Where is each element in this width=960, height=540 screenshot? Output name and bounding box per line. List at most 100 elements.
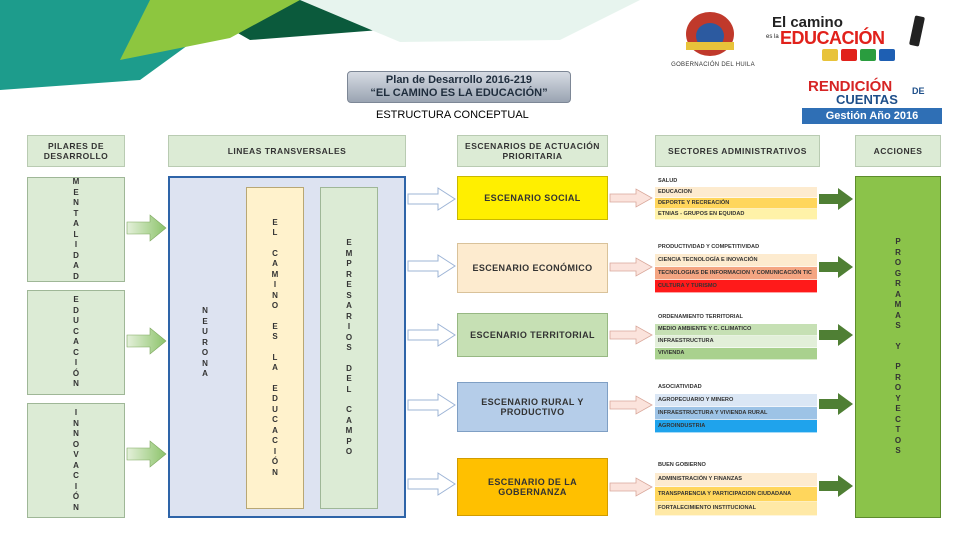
letter: E — [202, 316, 208, 326]
sector-item: BUEN GOBIERNO — [655, 458, 817, 473]
rendicion-line1: RENDICIÓN — [808, 78, 893, 95]
scenario-economico: ESCENARIO ECONÓMICO — [457, 243, 608, 293]
letter: T — [895, 425, 901, 435]
letter: R — [346, 269, 352, 279]
sector-item: CIENCIA TECNOLOGÍA E INOVACIÓN — [655, 254, 817, 267]
letter: P — [895, 362, 901, 372]
page-subtitle: ESTRUCTURA CONCEPTUAL — [376, 109, 529, 121]
letter: O — [72, 439, 80, 449]
vertical-word: Y — [895, 342, 900, 353]
scenario-arrow-2 — [609, 257, 653, 277]
letter: P — [346, 436, 352, 446]
letter: I — [74, 240, 78, 249]
banner-light-green-shape — [120, 0, 300, 60]
letter: S — [346, 290, 352, 300]
letter: O — [201, 348, 209, 358]
header-escenarios: ESCENARIOS DE ACTUACIÓN PRIORITARIA — [457, 135, 608, 167]
letter: M — [72, 177, 80, 186]
sector-item: TRANSPARENCIA Y PARTICIPACION CIUDADANA — [655, 487, 817, 502]
letter: C — [895, 414, 901, 424]
letter: U — [272, 404, 278, 414]
sector-arrow-3 — [819, 324, 853, 346]
lineas-arrow-5 — [407, 472, 456, 496]
letter: R — [895, 372, 901, 382]
letter: P — [346, 259, 352, 269]
letter: A — [272, 259, 278, 269]
banner-mint-shape — [300, 0, 640, 42]
brand-line1: El camino — [772, 14, 843, 31]
letter: A — [346, 415, 352, 425]
letter: R — [346, 311, 352, 321]
letter: O — [271, 301, 279, 311]
letter: A — [272, 363, 278, 373]
letter: A — [895, 310, 901, 320]
scenario-arrow-4 — [609, 395, 653, 415]
letter: G — [894, 268, 902, 278]
pillar-arrow-2 — [126, 327, 167, 355]
letter: A — [895, 289, 901, 299]
letter: N — [73, 198, 79, 207]
scenario-gobernanza: ESCENARIO DE LA GOBERNANZA — [457, 458, 608, 516]
letter: S — [895, 446, 901, 456]
letter: I — [74, 408, 78, 417]
letter: L — [73, 229, 79, 239]
letter: A — [73, 337, 79, 347]
letter: D — [346, 363, 352, 373]
sector-item: ADMINISTRACIÓN Y FINANZAS — [655, 472, 817, 487]
letter: A — [346, 301, 352, 311]
letter: Ó — [72, 368, 80, 378]
scenario-rural: ESCENARIO RURAL Y PRODUCTIVO — [457, 382, 608, 432]
letter: E — [346, 374, 352, 384]
letter: L — [272, 228, 278, 238]
letter: C — [73, 471, 79, 480]
sector-arrow-5 — [819, 475, 853, 497]
letter: C — [73, 347, 79, 357]
plan-title-box: Plan de Desarrollo 2016-219 “EL CAMINO E… — [347, 71, 571, 103]
letter: D — [73, 250, 79, 260]
letter: M — [271, 269, 279, 279]
letter: S — [272, 332, 278, 342]
letter: I — [347, 322, 351, 332]
letter: S — [895, 321, 901, 331]
sector-item: ORDENAMIENTO TERRITORIAL — [655, 312, 817, 324]
letter: O — [345, 332, 353, 342]
header-sectores: SECTORES ADMINISTRATIVOS — [655, 135, 820, 167]
letter: T — [73, 208, 79, 218]
sector-item: ASOCIATIVIDAD — [655, 381, 817, 394]
letter: D — [73, 305, 79, 315]
sector-item: MEDIO AMBIENTE Y C. CLIMATICO — [655, 324, 817, 336]
letter: A — [73, 460, 79, 470]
sector-item: VIVIENDA — [655, 348, 817, 360]
letter: E — [346, 238, 352, 248]
letter: Ó — [271, 457, 279, 467]
letter: L — [346, 384, 352, 394]
sector-arrow-4 — [819, 393, 853, 415]
letter: O — [894, 258, 902, 268]
letter: I — [273, 280, 277, 290]
plan-title-line1: Plan de Desarrollo 2016-219 — [385, 74, 533, 86]
letter: L — [272, 352, 278, 362]
letter: E — [895, 404, 901, 414]
letter: D — [272, 394, 278, 404]
rendicion-de: DE — [912, 86, 925, 96]
crest-ribbon-shape — [686, 42, 734, 50]
